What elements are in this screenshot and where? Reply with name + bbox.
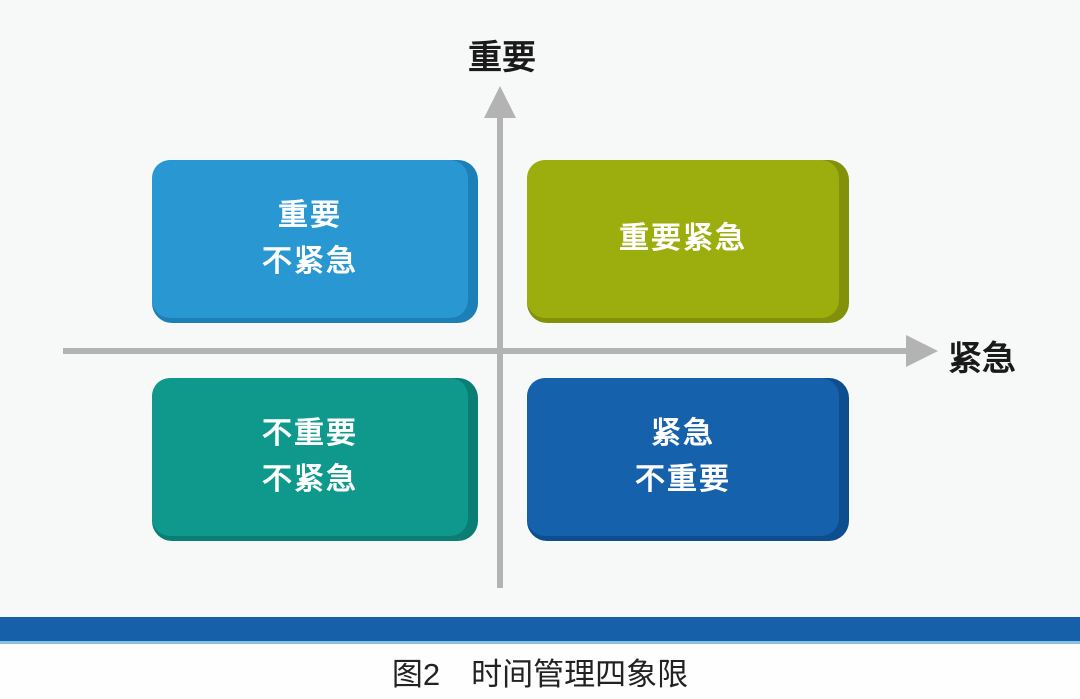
quadrant-not-important-not-urgent: 不重要 不紧急: [152, 378, 478, 541]
quadrant-card-face: 不重要 不紧急: [152, 378, 468, 536]
quadrant-label-line: 重要紧急: [619, 222, 747, 255]
quadrant-label-line: 不紧急: [262, 463, 358, 496]
quadrant-important-urgent: 重要紧急: [527, 160, 849, 323]
quadrant-label-line: 紧急: [651, 417, 715, 450]
y-axis-label: 重要: [468, 39, 536, 77]
quadrant-label-line: 不重要: [262, 417, 358, 450]
horizontal-axis-line: [63, 348, 907, 354]
quadrant-label-line: 不重要: [635, 463, 731, 496]
quadrant-urgent-not-important: 紧急 不重要: [527, 378, 849, 541]
divider-bar: [0, 617, 1080, 644]
right-arrow-icon: [906, 335, 938, 367]
x-axis-label: 紧急: [948, 340, 1016, 378]
quadrant-label-line: 不紧急: [262, 245, 358, 278]
up-arrow-icon: [484, 86, 516, 118]
quadrant-card-face: 紧急 不重要: [527, 378, 839, 536]
quadrant-card-face: 重要 不紧急: [152, 160, 468, 318]
quadrant-label-line: 重要: [278, 199, 342, 232]
figure-caption: 图2 时间管理四象限: [391, 657, 689, 692]
quadrant-card-face: 重要紧急: [527, 160, 839, 318]
quadrant-important-not-urgent: 重要 不紧急: [152, 160, 478, 323]
